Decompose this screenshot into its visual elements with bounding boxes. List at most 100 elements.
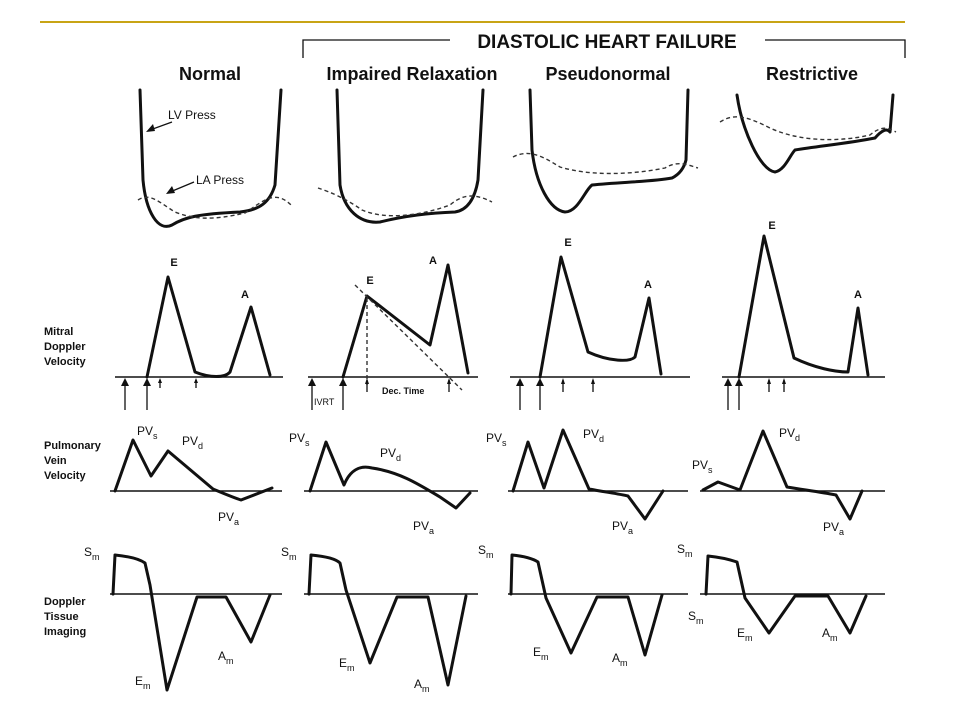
svg-text:PVs: PVs [137,424,158,441]
svg-text:PVa: PVa [823,520,844,537]
sm-label-pseudonormal: Sm [478,543,494,560]
em-label-restrictive: Em [737,626,753,643]
svg-text:PVd: PVd [182,434,203,451]
mitral-a-pseudonormal: A [644,279,652,291]
timing-arrows-normal [121,378,198,410]
timing-arrows-pseudonormal [516,378,595,410]
mitral-e-restrictive: E [768,220,775,232]
sm-label-restrictive: Sm [677,542,693,559]
la-pressure-normal [137,196,293,219]
svg-text:Sm: Sm [478,543,494,560]
svg-text:Sm: Sm [281,545,297,562]
mitral-a-normal: A [241,289,249,301]
mitral-wave-normal [145,275,272,379]
col-header-impaired: Impaired Relaxation [326,64,497,84]
mitral-label-1: Mitral [44,326,73,338]
mitral-e-impaired: E [366,275,373,287]
diastolic-bracket [302,39,906,58]
svg-text:PVa: PVa [218,510,239,527]
svg-text:Am: Am [822,626,838,643]
mitral-e-normal: E [170,257,177,269]
pva-label-impaired: PVa [413,519,434,536]
svg-text:PVd: PVd [583,427,604,444]
am-label-pseudonormal: Am [612,651,628,668]
tissue-wave-pseudonormal [509,553,664,657]
tissue-wave-normal [111,553,272,692]
timing-arrows-impaired [308,378,451,410]
sm-label-restrictive-lower: Sm [688,609,704,626]
svg-text:Em: Em [533,645,549,662]
pva-label-pseudonormal: PVa [612,519,633,536]
pulm-wave-restrictive [701,429,864,521]
svg-text:PVa: PVa [413,519,434,536]
la-pressure-restrictive [719,116,897,141]
svg-text:Em: Em [339,656,355,673]
em-label-impaired: Em [339,656,355,673]
tissue-label-2: Tissue [44,611,79,623]
pulm-label-3: Velocity [44,470,86,482]
svg-text:Em: Em [737,626,753,643]
pvd-label-restrictive: PVd [779,426,800,443]
em-label-normal: Em [135,674,151,691]
pvs-label-pseudonormal: PVs [486,431,507,448]
svg-text:PVd: PVd [380,446,401,463]
lv-press-label: LV Press [168,108,216,122]
pvs-label-normal: PVs [137,424,158,441]
em-label-pseudonormal: Em [533,645,549,662]
pulm-wave-normal [113,438,274,502]
mitral-a-impaired: A [429,255,437,267]
am-label-normal: Am [218,649,234,666]
la-press-arrowhead [166,186,175,194]
pva-label-normal: PVa [218,510,239,527]
pvs-label-restrictive: PVs [692,458,713,475]
tissue-label-3: Imaging [44,626,86,638]
tissue-label-1: Doppler [44,596,86,608]
col-header-restrictive: Restrictive [766,64,858,84]
am-label-impaired: Am [414,677,430,694]
la-pressure-impaired [317,187,493,217]
ivrt-label: IVRT [314,397,335,407]
pvd-label-pseudonormal: PVd [583,427,604,444]
mitral-e-pseudonormal: E [564,237,571,249]
svg-text:PVd: PVd [779,426,800,443]
col-header-normal: Normal [179,64,241,84]
dec-time-label: Dec. Time [382,386,424,396]
svg-text:PVs: PVs [289,431,310,448]
diastolic-title: DIASTOLIC HEART FAILURE [477,32,736,53]
la-press-arrow [169,181,195,193]
timing-arrows-restrictive [724,378,786,410]
mitral-wave-pseudonormal [538,255,663,379]
pulm-wave-impaired [308,440,472,510]
svg-text:Am: Am [218,649,234,666]
col-header-pseudonormal: Pseudonormal [545,64,670,84]
svg-text:PVs: PVs [486,431,507,448]
pulm-label-2: Vein [44,455,67,467]
mitral-a-restrictive: A [854,289,862,301]
mitral-wave-impaired [341,263,470,379]
pulm-label-1: Pulmonary [44,440,102,452]
pvd-label-impaired: PVd [380,446,401,463]
pulm-wave-pseudonormal [511,428,665,521]
svg-text:Am: Am [612,651,628,668]
svg-text:Sm: Sm [677,542,693,559]
svg-text:Sm: Sm [84,545,100,562]
pva-label-restrictive: PVa [823,520,844,537]
pvs-label-impaired: PVs [289,431,310,448]
mitral-wave-restrictive [737,234,870,379]
mitral-label-2: Doppler [44,341,86,353]
sm-label-normal: Sm [84,545,100,562]
la-pressure-pseudonormal [512,152,699,175]
sm-label-impaired: Sm [281,545,297,562]
svg-text:PVs: PVs [692,458,713,475]
am-label-restrictive: Am [822,626,838,643]
decel-slope-line [354,284,463,391]
mitral-label-3: Velocity [44,356,86,368]
pvd-label-normal: PVd [182,434,203,451]
svg-text:Sm: Sm [688,609,704,626]
la-press-label: LA Press [196,173,244,187]
svg-text:PVa: PVa [612,519,633,536]
svg-text:Em: Em [135,674,151,691]
tissue-wave-impaired [307,553,468,687]
